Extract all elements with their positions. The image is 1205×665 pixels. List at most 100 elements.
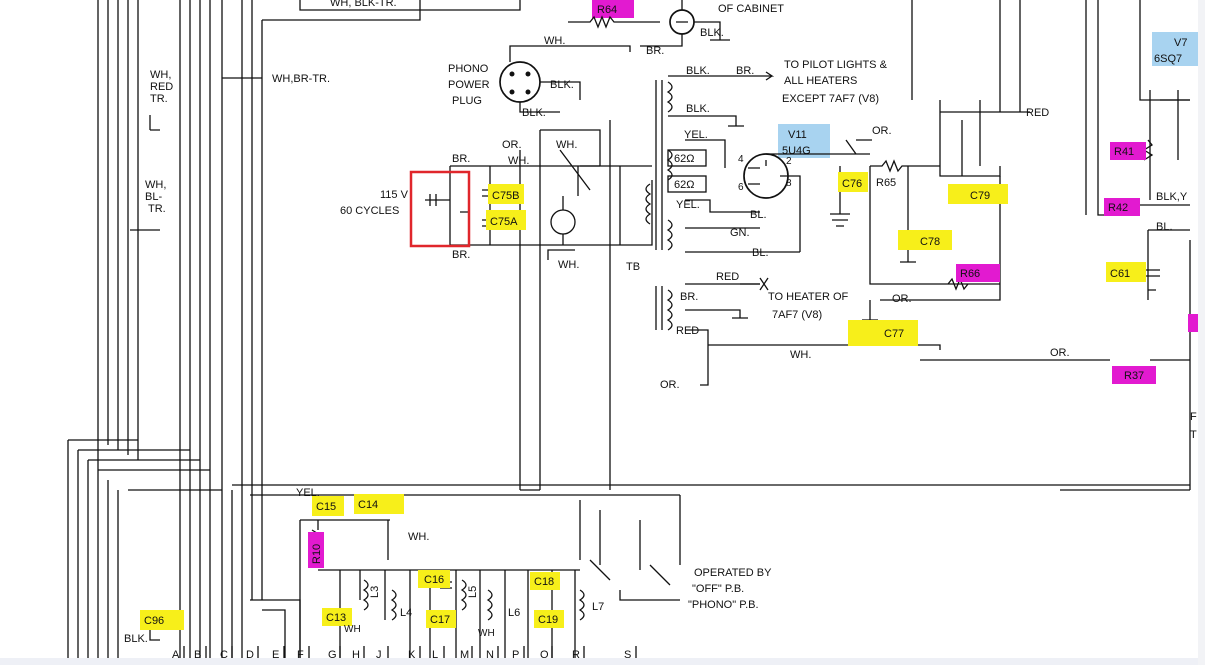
- terminal-q: Q: [540, 649, 549, 661]
- svg-text:4: 4: [738, 154, 744, 165]
- label-bl-r: BL.: [1156, 221, 1173, 233]
- phono-power-plug: [499, 45, 631, 113]
- label-c79: C79: [970, 190, 990, 202]
- terminal-c: C: [220, 649, 228, 661]
- ohm-box-2: [667, 175, 707, 193]
- terminal-g: G: [328, 649, 337, 661]
- svg-text:V11: V11: [788, 129, 807, 141]
- c19-highlight: [534, 610, 564, 628]
- label-right-f: F: [1190, 411, 1197, 423]
- r64-resistor: R64: [568, 0, 660, 29]
- label-ohm-2: 62Ω: [674, 179, 694, 191]
- label-wh-n: WH: [478, 628, 495, 639]
- c13-highlight: [322, 608, 352, 626]
- label-or-heater: OR.: [892, 293, 912, 305]
- label-wh-c14: WH.: [408, 531, 429, 543]
- label-operated-1: OPERATED BY: [694, 567, 772, 579]
- svg-text:R64: R64: [597, 4, 617, 16]
- terminal-e: E: [272, 649, 279, 661]
- label-blk-xfmr-1: BLK.: [686, 65, 710, 77]
- label-right-t: T: [1190, 429, 1197, 441]
- r66-highlight: [956, 264, 1000, 282]
- label-wh-bl-tr-2: BL-: [145, 191, 162, 203]
- label-c18: C18: [534, 576, 554, 588]
- label-blk-lamp: BLK.: [700, 27, 724, 39]
- label-bl-2: BL.: [752, 247, 769, 259]
- label-c16: C16: [424, 574, 444, 586]
- label-blk-plug-1: BLK.: [550, 79, 574, 91]
- label-wh-plug: WH.: [544, 35, 565, 47]
- label-plug: PLUG: [452, 95, 482, 107]
- svg-text:8: 8: [786, 178, 792, 189]
- c79-highlight: [948, 184, 1008, 204]
- label-br-lamp: BR.: [646, 45, 664, 57]
- horizontal-bus: [232, 484, 1190, 601]
- pilot-lamp: [640, 0, 730, 47]
- r10-highlight: [308, 532, 324, 568]
- label-r41: R41: [1114, 146, 1134, 158]
- label-red-heater-2: RED: [676, 325, 699, 337]
- label-gn: GN.: [730, 227, 750, 239]
- label-phono: PHONO: [448, 63, 489, 75]
- label-r66: R66: [960, 268, 980, 280]
- label-red-heater: RED: [716, 271, 739, 283]
- terminal-m: M: [460, 649, 469, 661]
- svg-text:2: 2: [786, 156, 792, 167]
- terminal-n: N: [486, 649, 494, 661]
- terminal-b: B: [194, 649, 201, 661]
- terminal-p: P: [512, 649, 519, 661]
- label-r10: R10: [311, 544, 323, 564]
- c15-highlight: [312, 496, 344, 516]
- label-r37: R37: [1124, 370, 1144, 382]
- label-blk-y: BLK,Y: [1156, 191, 1188, 203]
- label-to-pilot-2: ALL HEATERS: [784, 75, 857, 87]
- label-or-right: OR.: [1050, 347, 1070, 359]
- label-ohm-1: 62Ω: [674, 153, 694, 165]
- terminal-f: F: [297, 649, 304, 661]
- label-c17: C17: [430, 614, 450, 626]
- c14-highlight: [354, 494, 404, 514]
- label-wh-red-tr-2: RED: [150, 81, 173, 93]
- label-bl-1: BL.: [750, 209, 767, 221]
- r37-highlight: [1112, 366, 1156, 384]
- terminal-j: J: [376, 649, 382, 661]
- label-br-heater: BR.: [680, 291, 698, 303]
- label-operated-2: "OFF" P.B.: [692, 583, 744, 595]
- c16-highlight: [418, 570, 450, 588]
- label-to-heater-2: 7AF7 (V8): [772, 309, 822, 321]
- label-l6: L6: [508, 607, 520, 619]
- v11-rectifier-tube: V11 5U4G 4 6 2 8: [738, 124, 830, 252]
- terminal-d: D: [246, 649, 254, 661]
- label-wh-bl-tr-3: TR.: [148, 203, 166, 215]
- label-r42: R42: [1108, 202, 1128, 214]
- label-red-right: RED: [1026, 107, 1049, 119]
- label-c77: C77: [884, 328, 904, 340]
- label-blk-bottom: BLK.: [124, 633, 148, 645]
- terminal-s: S: [624, 649, 631, 661]
- label-l3: L3: [369, 586, 381, 598]
- label-yel-2: YEL.: [676, 199, 700, 211]
- label-l4: L4: [400, 607, 412, 619]
- viewer-bottom-edge: [0, 658, 1205, 665]
- label-c78: C78: [920, 236, 940, 248]
- label-wh-br-tr: WH,BR-TR.: [272, 73, 330, 85]
- c78-highlight: [898, 230, 952, 250]
- selection-box[interactable]: [409, 170, 471, 248]
- label-of-cabinet: OF CABINET: [718, 3, 784, 15]
- label-c14: C14: [358, 499, 378, 511]
- label-wh-sw-2: WH.: [556, 139, 577, 151]
- right-section: [1060, 0, 1191, 491]
- terminal-h: H: [352, 649, 360, 661]
- label-l5: L5: [467, 586, 479, 598]
- r41-highlight: [1110, 142, 1146, 160]
- c96-highlight: [140, 610, 184, 630]
- label-to-pilot-1: TO PILOT LIGHTS &: [784, 59, 888, 71]
- label-c75b: C75B: [492, 190, 520, 202]
- label-power: POWER: [448, 79, 490, 91]
- label-l7: L7: [592, 601, 604, 613]
- label-wh-red-tr-1: WH,: [150, 69, 171, 81]
- power-transformer: [645, 75, 800, 345]
- label-r65: R65: [876, 177, 896, 189]
